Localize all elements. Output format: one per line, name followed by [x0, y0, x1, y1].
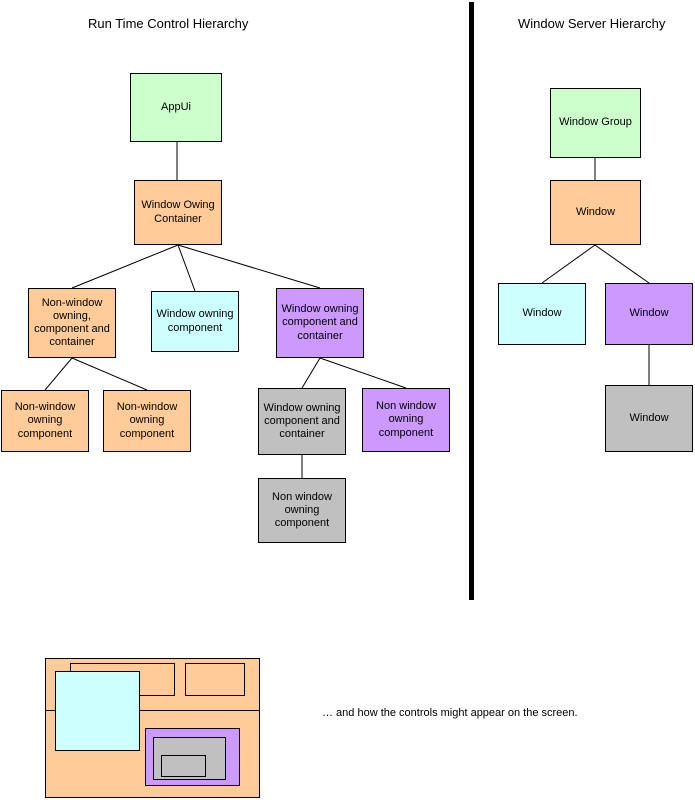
node-window-gray: Window	[605, 385, 693, 452]
node-window-owning-component-and-container: Window owning component and container	[276, 288, 364, 358]
mockup-separator-line	[45, 710, 260, 711]
screen-caption: … and how the controls might appear on t…	[322, 707, 578, 719]
node-non-window-owning-component-and-container: Non-window owning, component and contain…	[28, 288, 116, 358]
mockup-top-panel-right	[185, 663, 245, 696]
node-window-purple: Window	[605, 283, 693, 345]
mockup-window-cyan	[55, 671, 140, 751]
node-appui: AppUi	[130, 73, 222, 142]
mockup-control-gray	[161, 755, 206, 777]
node-window-cyan: Window	[498, 283, 586, 345]
window-server-hierarchy-title: Window Server Hierarchy	[518, 16, 666, 31]
node-window-owning-component: Window owning component	[151, 291, 239, 352]
hierarchy-divider	[469, 2, 474, 600]
runtime-hierarchy-title: Run Time Control Hierarchy	[88, 16, 249, 31]
node-window-group: Window Group	[550, 88, 641, 158]
node-non-window-owning-component-1: Non-window owning component	[1, 390, 89, 452]
node-window-owning-component-and-container-gray: Window owning component and container	[258, 388, 346, 455]
node-window-owing-container: Window Owing Container	[134, 180, 222, 245]
node-window-orange: Window	[550, 180, 641, 245]
node-non-window-owning-component-gray: Non window owning component	[258, 478, 346, 543]
node-non-window-owning-component-2: Non-window owning component	[103, 390, 191, 452]
node-non-window-owning-component-purple: Non window owning component	[362, 388, 450, 452]
